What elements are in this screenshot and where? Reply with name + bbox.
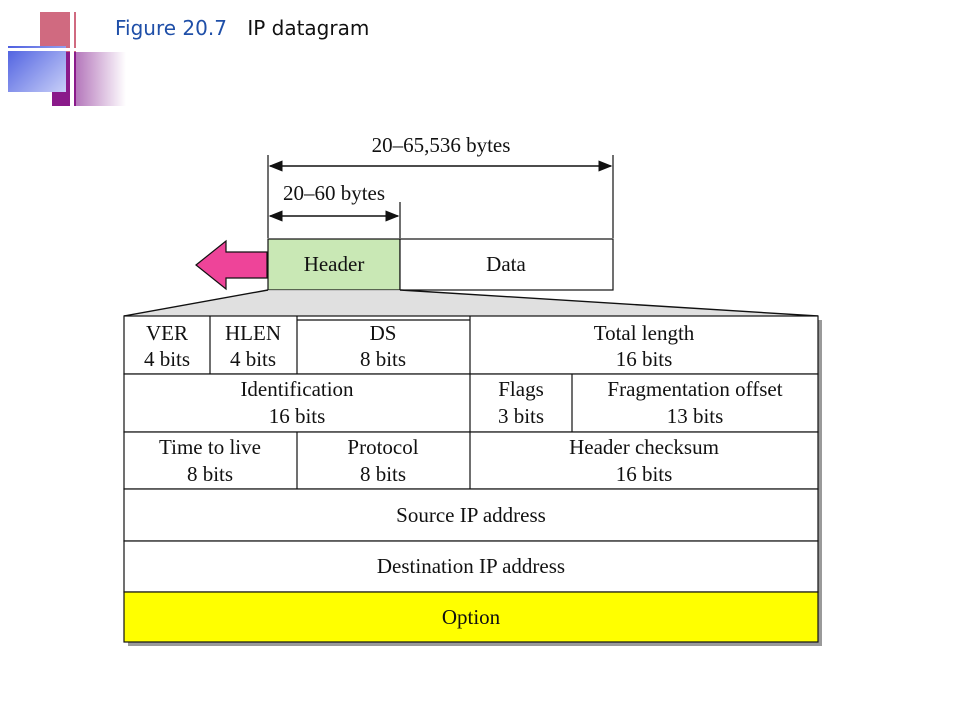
source-ip-label: Source IP address <box>396 503 546 527</box>
header-box <box>267 238 401 291</box>
hlen-field-bits: 4 bits <box>230 347 276 371</box>
fragment-offset-field-bits: 13 bits <box>667 404 724 428</box>
identification-field-bits: 16 bits <box>269 404 326 428</box>
flags-field-name: Flags <box>498 377 544 401</box>
ttl-field-bits: 8 bits <box>187 462 233 486</box>
figure-label: Figure 20.7 <box>115 16 227 40</box>
flags-field-bits: 3 bits <box>498 404 544 428</box>
slide-title: Figure 20.7 IP datagram <box>115 16 369 40</box>
ds-field-name: DS <box>370 321 397 345</box>
identification-field-name: Identification <box>240 377 354 401</box>
checksum-field-name: Header checksum <box>569 435 719 459</box>
deco-purple-fade <box>76 52 126 106</box>
ver-field-name: VER <box>146 321 188 345</box>
figure-title: IP datagram <box>247 16 370 40</box>
header-size-label: 20–60 bytes <box>283 181 385 205</box>
total-length-field-name: Total length <box>594 321 695 345</box>
total-length-field-bits: 16 bits <box>616 347 673 371</box>
data-label: Data <box>486 252 526 276</box>
fragment-offset-field-name: Fragmentation offset <box>607 377 782 401</box>
source-ip-row <box>123 488 819 542</box>
deco-white-line-h <box>0 48 110 51</box>
data-box <box>399 238 614 291</box>
destination-ip-label: Destination IP address <box>377 554 565 578</box>
deco-white-line-v <box>70 0 74 110</box>
hlen-field-name: HLEN <box>225 321 281 345</box>
protocol-field-bits: 8 bits <box>360 462 406 486</box>
corner-decoration <box>0 0 130 110</box>
expansion-line-left <box>123 289 269 317</box>
header-label: Header <box>304 252 365 276</box>
protocol-field-name: Protocol <box>347 435 418 459</box>
header-expand-arrow <box>195 239 268 291</box>
ver-field-bits: 4 bits <box>144 347 190 371</box>
total-size-label: 20–65,536 bytes <box>372 133 511 157</box>
expansion-shade <box>124 290 818 316</box>
option-row <box>123 591 819 643</box>
ds-field-bits: 8 bits <box>360 347 406 371</box>
deco-blue-block <box>8 46 66 92</box>
expansion-line-right <box>399 289 819 317</box>
option-label: Option <box>442 605 501 629</box>
checksum-field-bits: 16 bits <box>616 462 673 486</box>
ttl-field-name: Time to live <box>159 435 261 459</box>
header-table <box>123 315 819 643</box>
